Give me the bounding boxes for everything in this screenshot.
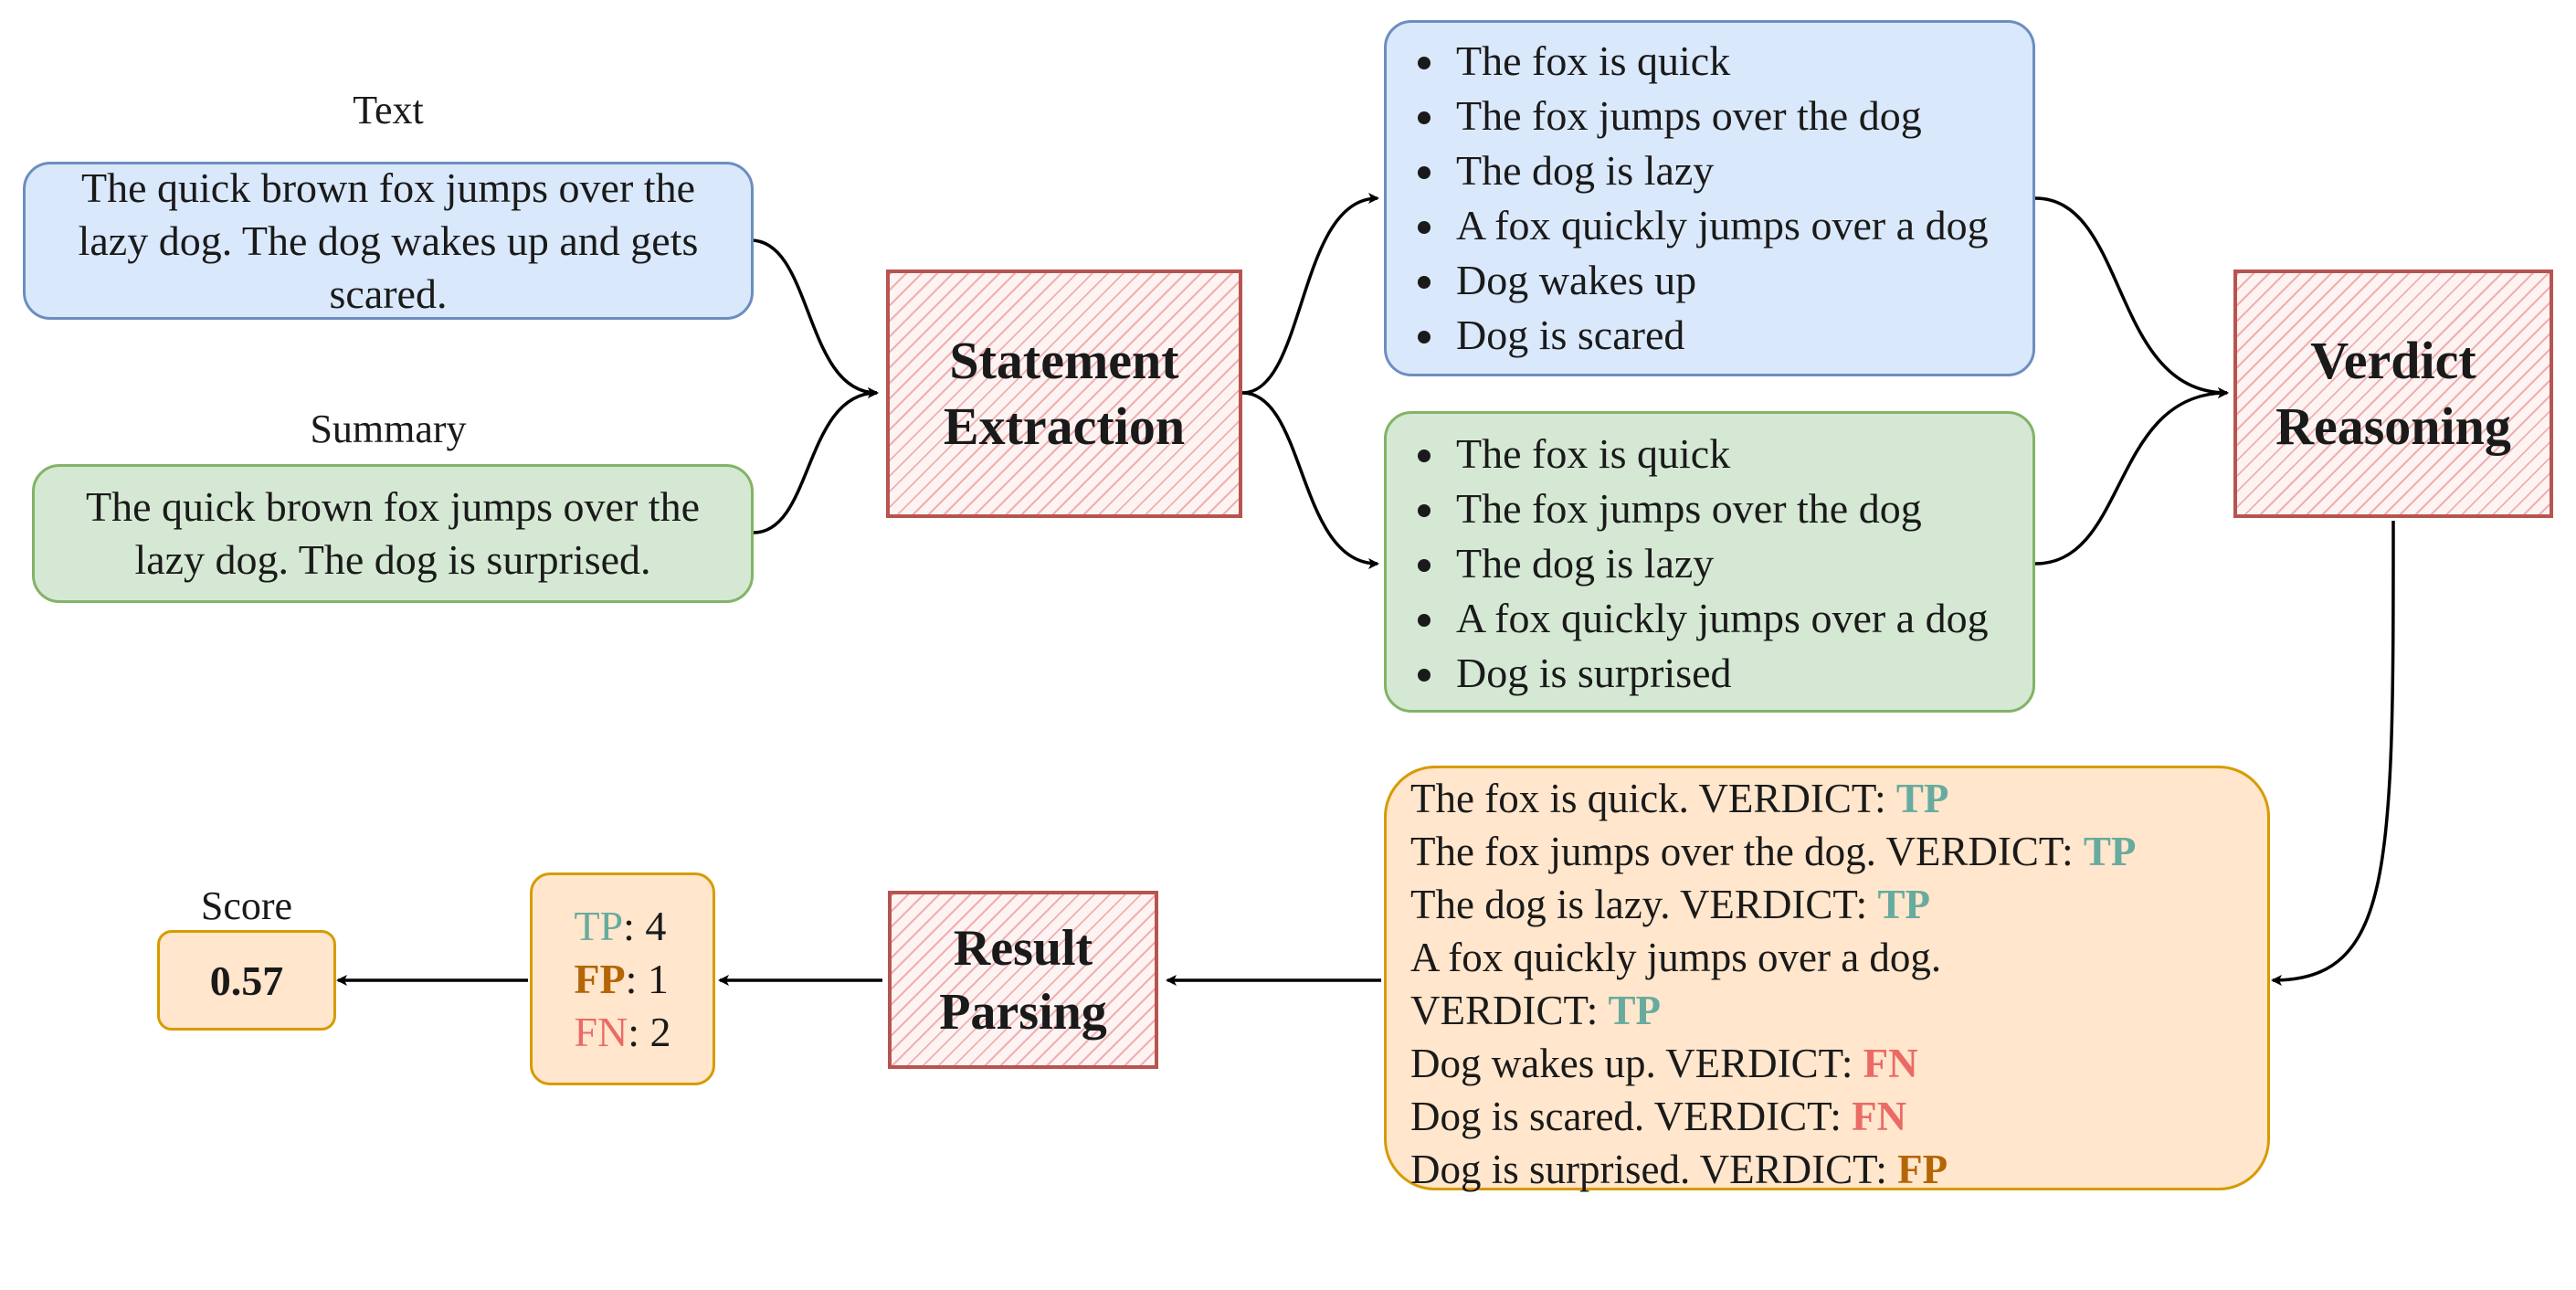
statement-extraction-line2: Extraction bbox=[943, 397, 1186, 456]
score-box: 0.57 bbox=[157, 930, 336, 1031]
list-item: Dog is surprised bbox=[1449, 646, 2032, 701]
verdict-line: The fox is quick. VERDICT: TP bbox=[1410, 776, 1949, 821]
verdict-reasoning-box: Verdict Reasoning bbox=[2233, 270, 2553, 518]
verdict-line: Dog is surprised. VERDICT: FP bbox=[1410, 1147, 1948, 1192]
list-item: A fox quickly jumps over a dog bbox=[1449, 591, 2032, 646]
arrow-summary-to-extraction bbox=[753, 387, 879, 534]
summary-label: Summary bbox=[310, 407, 467, 451]
list-item: The fox is quick bbox=[1449, 34, 2032, 89]
list-item: Dog is scared bbox=[1449, 308, 2032, 363]
list-item: The dog is lazy bbox=[1449, 143, 2032, 198]
tp-count: TP: 4 bbox=[574, 902, 667, 949]
score-label: Score bbox=[200, 883, 293, 928]
verdict-reasoning-line2: Reasoning bbox=[2275, 397, 2511, 456]
verdicts-box: The fox is quick. VERDICT: TP The fox ju… bbox=[1384, 766, 2270, 1192]
verdict-line: VERDICT: TP bbox=[1410, 988, 1662, 1033]
summary-input-box: The quick brown fox jumps over the lazy … bbox=[32, 464, 754, 603]
text-input-box: The quick brown fox jumps over the lazy … bbox=[23, 162, 754, 320]
statement-extraction-line1: Statement bbox=[949, 331, 1179, 390]
verdict-line: The dog is lazy. VERDICT: TP bbox=[1410, 882, 1930, 927]
verdict-line: Dog wakes up. VERDICT: FN bbox=[1410, 1041, 1918, 1086]
list-item: The fox is quick bbox=[1449, 427, 2032, 481]
fn-count: FN: 2 bbox=[574, 1008, 671, 1055]
verdict-reasoning-line1: Verdict bbox=[2310, 331, 2476, 390]
text-statements-box: The fox is quick The fox jumps over the … bbox=[1384, 20, 2035, 376]
verdict-line: A fox quickly jumps over a dog. bbox=[1410, 935, 1942, 980]
counts-box: TP: 4 FP: 1 FN: 2 bbox=[530, 872, 715, 1085]
arrow-extraction-to-summary-statements bbox=[1241, 391, 1379, 569]
list-item: The fox jumps over the dog bbox=[1449, 481, 2032, 536]
summary-statements-box: The fox is quick The fox jumps over the … bbox=[1384, 411, 2035, 713]
arrow-text-to-extraction bbox=[750, 238, 879, 398]
list-item: A fox quickly jumps over a dog bbox=[1449, 198, 2032, 253]
arrow-summary-statements-to-verdict bbox=[2034, 387, 2229, 566]
result-parsing-box: Result Parsing bbox=[888, 891, 1158, 1069]
arrow-text-statements-to-verdict bbox=[2034, 196, 2229, 398]
list-item: The fox jumps over the dog bbox=[1449, 89, 2032, 143]
fp-count: FP: 1 bbox=[574, 955, 669, 1002]
arrow-verdict-to-verdicts bbox=[2271, 520, 2395, 986]
arrow-extraction-to-text-statements bbox=[1241, 193, 1379, 395]
list-item: The dog is lazy bbox=[1449, 536, 2032, 591]
text-label: Text bbox=[353, 88, 424, 132]
list-item: Dog wakes up bbox=[1449, 253, 2032, 308]
result-parsing-line2: Parsing bbox=[939, 983, 1107, 1041]
verdict-line: The fox jumps over the dog. VERDICT: TP bbox=[1410, 829, 2137, 874]
verdict-line: Dog is scared. VERDICT: FN bbox=[1410, 1094, 1907, 1139]
statement-extraction-box: Statement Extraction bbox=[886, 270, 1242, 518]
result-parsing-line1: Result bbox=[953, 919, 1093, 977]
